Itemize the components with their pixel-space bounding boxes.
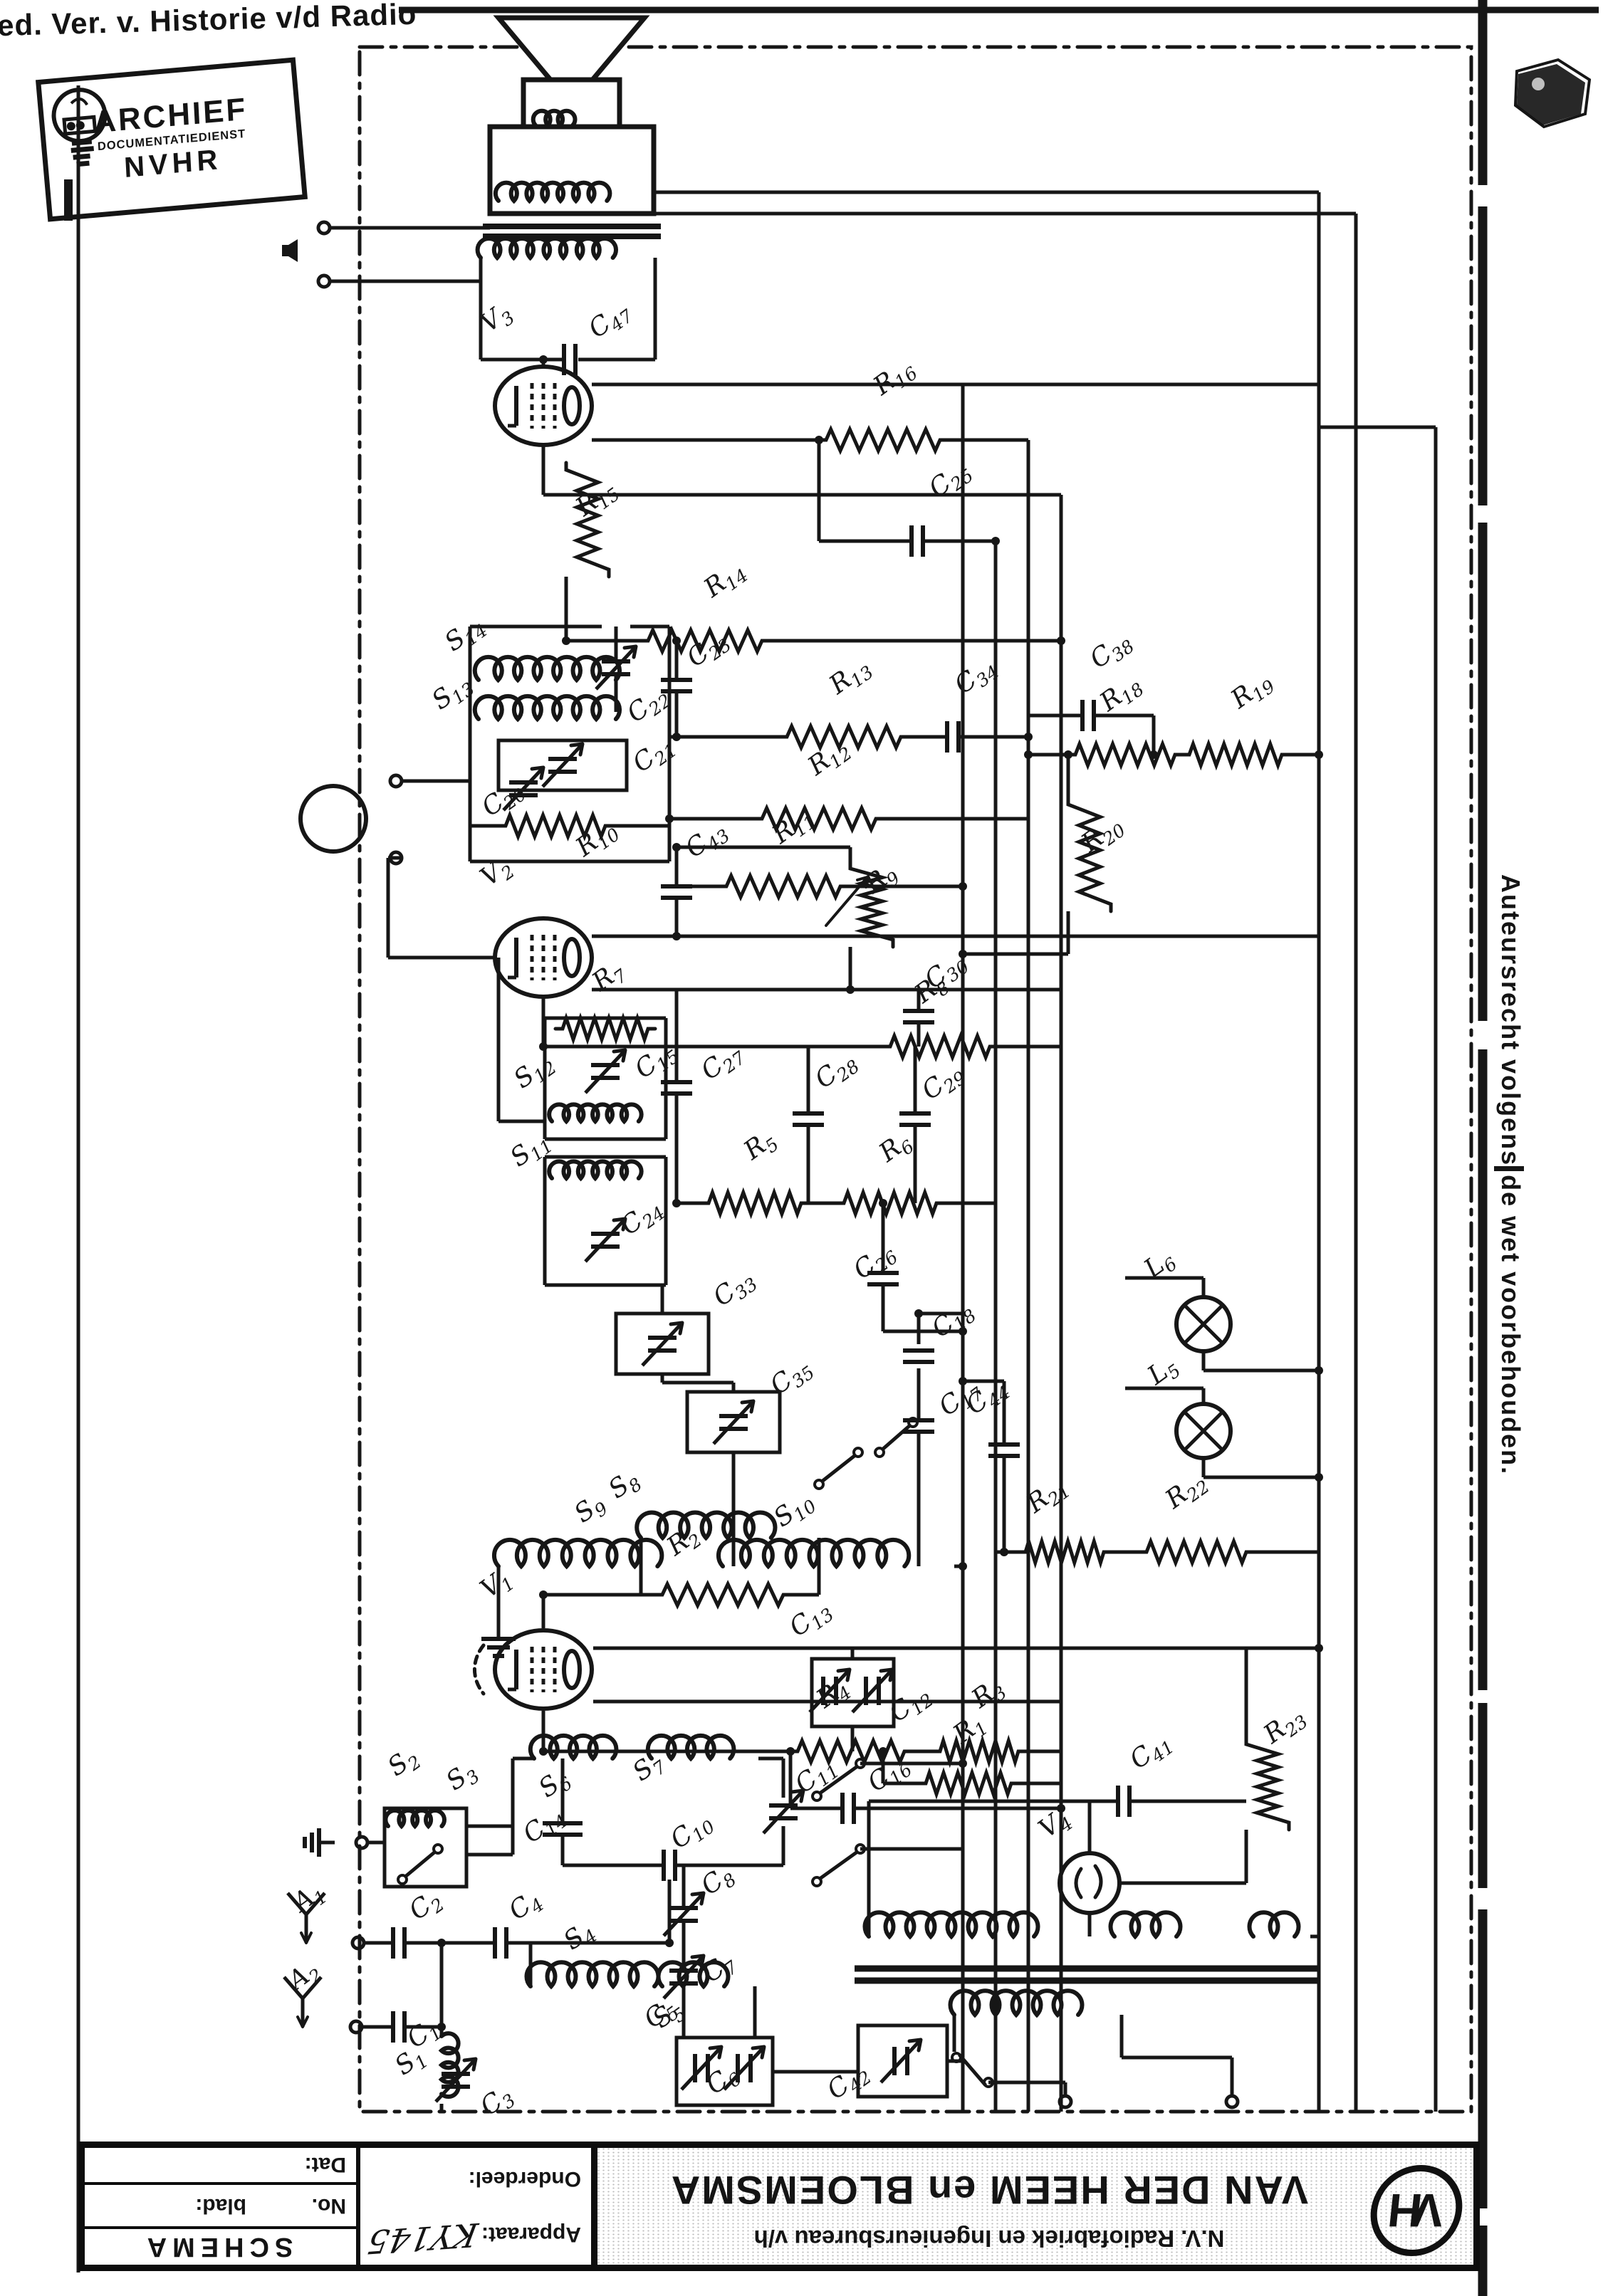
svg-text:S8: S8 (603, 1464, 646, 1507)
svg-text:C43: C43 (680, 815, 733, 866)
component-boxes (382, 738, 949, 2107)
svg-text:R23: R23 (1258, 1701, 1312, 1752)
power-transformer-core (855, 1965, 1317, 1984)
apparaat-value-handwritten: KY145 (364, 2215, 481, 2262)
schema-label: SCHEMA (141, 2232, 293, 2262)
capacitors (391, 344, 1132, 2043)
svg-text:C33: C33 (708, 1264, 761, 1315)
dat-label: Dat: (304, 2153, 346, 2176)
company-prefix: N.V. Radiofabriek en Ingenieursbureau v/… (753, 2226, 1225, 2252)
svg-text:R3: R3 (966, 1672, 1011, 1717)
svg-text:R14: R14 (698, 555, 752, 606)
company-name: VAN DER HEEM en BLOEMSMA (669, 2168, 1309, 2213)
svg-text:C12: C12 (884, 1679, 937, 1731)
svg-text:R16: R16 (867, 352, 921, 404)
svg-text:C35: C35 (765, 1352, 818, 1403)
speaker (282, 15, 661, 262)
blad-label: blad: (195, 2194, 246, 2218)
svg-text:C16: C16 (862, 1749, 916, 1800)
svg-text:S4: S4 (558, 1915, 601, 1959)
onderdeel-label: Onderdeel: (468, 2167, 581, 2191)
scan-smudge (1513, 58, 1592, 129)
svg-text:S12: S12 (508, 1047, 560, 1097)
svg-text:C3: C3 (475, 2080, 519, 2125)
divider (591, 2148, 597, 2265)
svg-text:L6: L6 (1138, 1244, 1181, 1287)
resistors (496, 424, 1291, 1832)
svg-text:R6: R6 (873, 1126, 918, 1171)
title-block: VH N.V. Radiofabriek en Ingenieursbureau… (78, 2142, 1480, 2271)
svg-text:C25: C25 (924, 455, 977, 506)
svg-text:R5: R5 (738, 1124, 783, 1169)
chassis-border (357, 45, 1473, 2114)
divider (356, 2148, 360, 2265)
svg-text:S3: S3 (441, 1756, 484, 1799)
svg-text:R18: R18 (1094, 669, 1148, 720)
svg-text:S2: S2 (382, 1741, 425, 1785)
wires (330, 190, 1438, 2112)
svg-text:R11: R11 (766, 801, 820, 852)
svg-text:C42: C42 (822, 2057, 875, 2108)
antenna-symbols (283, 1892, 326, 2028)
divider (78, 2182, 356, 2185)
svg-text:C24: C24 (615, 1192, 669, 1244)
svg-text:C2: C2 (404, 1884, 448, 1929)
terminals (316, 220, 1240, 2109)
divider (78, 2226, 356, 2229)
svg-text:C22: C22 (622, 680, 675, 731)
svg-text:A1: A1 (286, 1876, 331, 1922)
svg-text:A2: A2 (281, 1954, 326, 2000)
svg-text:R13: R13 (823, 651, 877, 703)
svg-text:S9: S9 (569, 1488, 612, 1531)
apparaat-label: Apparaat: (481, 2223, 581, 2246)
svg-text:R19: R19 (1225, 666, 1279, 717)
svg-text:C13: C13 (784, 1594, 837, 1645)
ground-symbols (303, 1630, 516, 1857)
junction-dots (437, 355, 1323, 2031)
svg-text:C26: C26 (848, 1237, 902, 1288)
pickup-connector (298, 784, 368, 854)
page-borders (64, 0, 1599, 2296)
svg-text:V2: V2 (475, 851, 518, 895)
svg-text:S14: S14 (439, 610, 491, 660)
tubes (473, 365, 1122, 1915)
svg-text:C38: C38 (1085, 626, 1138, 677)
svg-text:C28: C28 (810, 1046, 863, 1097)
svg-text:S6: S6 (533, 1763, 576, 1806)
svg-text:C41: C41 (1124, 1726, 1178, 1778)
svg-text:R22: R22 (1159, 1466, 1213, 1517)
switches (397, 1417, 994, 2088)
svg-text:C47: C47 (583, 295, 637, 347)
coils (383, 108, 1301, 2099)
pilot-lamps (1174, 1295, 1233, 1460)
svg-text:C18: C18 (926, 1295, 980, 1346)
svg-text:R12: R12 (802, 733, 856, 784)
no-label: No. (311, 2194, 346, 2218)
svg-text:C4: C4 (503, 1884, 548, 1929)
